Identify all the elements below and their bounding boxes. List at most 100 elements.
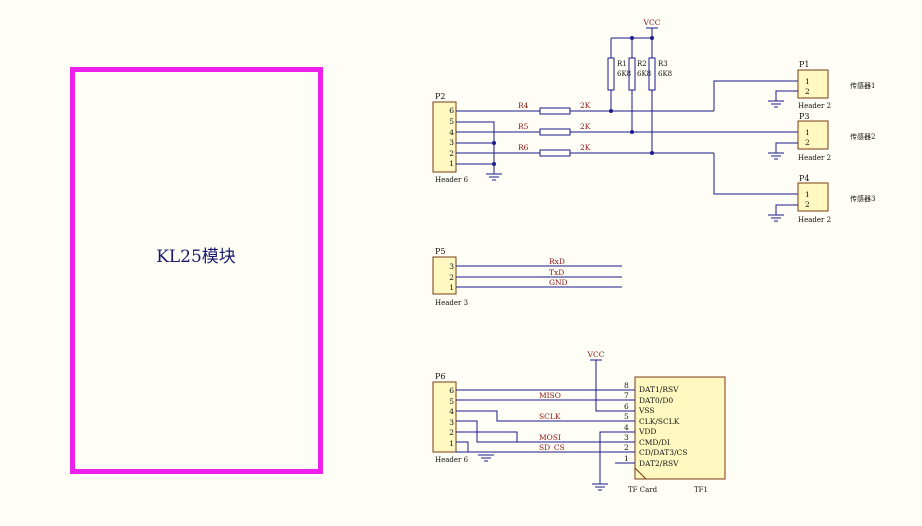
net-label-gnd: GND (549, 278, 568, 287)
r4-value: 2K (580, 101, 591, 110)
p3-body (797, 120, 829, 150)
tf-card-corner (634, 467, 647, 480)
tf-pin-number: 6 (624, 402, 629, 411)
r2-designator: R2 (637, 60, 647, 68)
tf-pin-name: VDD (638, 427, 656, 436)
p3-comment: Header 2 (798, 154, 831, 162)
resistor-r3[interactable]: R3 6K8 (648, 57, 672, 91)
p6-pin-number: 6 (449, 386, 454, 395)
p1-ground (768, 90, 798, 108)
p5-pin-number: 3 (449, 262, 454, 271)
p1-designator: P1 (799, 60, 809, 69)
r1-designator: R1 (617, 60, 627, 68)
tf-pin-number: 2 (624, 443, 629, 452)
p6-pin-number: 2 (449, 428, 454, 437)
p3-pin-number: 2 (805, 138, 810, 147)
net-label-rxd: RxD (549, 257, 565, 266)
p2-pin-number: 1 (449, 159, 454, 168)
connector-p4[interactable]: P4 Header 2 1 2 (797, 174, 831, 224)
p6-wires (456, 389, 615, 453)
sensor-2-label: 传感器2 (850, 132, 875, 141)
p4-designator: P4 (799, 174, 809, 183)
p3-pin-number: 1 (805, 128, 810, 137)
p2-ground-bus (474, 121, 495, 174)
resistor-r5[interactable]: R5 2K (518, 122, 591, 136)
r5-value: 2K (580, 122, 591, 131)
p4-pin-number: 2 (805, 200, 810, 209)
r1-value: 6K8 (617, 70, 631, 78)
p1-comment: Header 2 (798, 102, 831, 110)
r3-value: 6K8 (658, 70, 672, 78)
resistor-r1[interactable]: R1 6K8 (607, 57, 631, 91)
r6-body (539, 149, 571, 157)
vcc-top-label: VCC (643, 18, 661, 27)
net-label-sclk: SCLK (539, 412, 561, 421)
tf-pin-number: 1 (624, 454, 629, 463)
sensor-3-label: 传感器3 (850, 194, 875, 203)
sensor-wires (474, 80, 798, 195)
p6-pin-number: 3 (449, 418, 454, 427)
p2-pin-number: 4 (449, 128, 454, 137)
p2-pin-number: 6 (449, 106, 454, 115)
tf-pin-number: 7 (624, 391, 629, 400)
resistor-r2[interactable]: R2 6K8 (628, 57, 651, 91)
p5-pin-number: 2 (449, 273, 454, 282)
p2-comment: Header 6 (435, 176, 469, 184)
p4-body (797, 182, 829, 212)
tf-pin-number: 5 (624, 412, 629, 421)
tf-card[interactable]: 8 7 6 5 4 3 2 1 DAT1/RSV DAT0/D0 VSS CLK… (615, 376, 726, 494)
tf-card-body (634, 376, 726, 480)
tf-pin-name: CMD/DI (639, 438, 670, 447)
net-label-sd-cs: SD_CS (539, 443, 565, 452)
net-label-txd: TxD (549, 268, 564, 277)
vcc-tf: VCC (587, 350, 605, 361)
connector-p1[interactable]: P1 Header 2 1 2 (797, 60, 831, 110)
connector-p5[interactable]: P5 Header 3 3 2 1 (432, 247, 468, 307)
p1-pin-number: 1 (805, 77, 810, 86)
kl25-module-border (70, 67, 323, 474)
r1-body (607, 57, 615, 91)
p5-comment: Header 3 (435, 299, 468, 307)
tf-pin-name: VSS (638, 406, 655, 415)
r5-body (539, 128, 571, 136)
r6-designator: R6 (518, 143, 529, 152)
tf-pin-name: CLK/SCLK (639, 417, 680, 426)
r2-value: 6K8 (637, 70, 651, 78)
net-label-miso: MISO (539, 391, 561, 400)
p4-pin-number: 1 (805, 190, 810, 199)
p5-body (432, 256, 457, 295)
vcc-top: VCC (643, 18, 661, 29)
tf-card-designator: TF1 (694, 486, 708, 494)
p6-pin-number: 1 (449, 439, 454, 448)
tf-pin-number: 3 (624, 433, 629, 442)
tf-pin-name: DAT2/RSV (639, 459, 679, 468)
r4-designator: R4 (518, 101, 529, 110)
tf-pin-name: CD/DAT3/CS (639, 448, 687, 457)
r6-value: 2K (580, 143, 591, 152)
connector-p6[interactable]: P6 Header 6 6 5 4 3 2 1 (432, 372, 469, 464)
r3-designator: R3 (658, 60, 668, 68)
r3-body (648, 57, 656, 91)
net-label-mosi: MOSI (539, 433, 561, 442)
tf-power-wires (592, 360, 615, 491)
resistor-r4[interactable]: R4 2K (518, 101, 591, 115)
r5-designator: R5 (518, 122, 529, 131)
r4-body (539, 107, 571, 115)
p6-pin-number: 5 (449, 397, 454, 406)
vcc-tf-label: VCC (587, 350, 605, 359)
resistor-r6[interactable]: R6 2K (518, 143, 591, 157)
r2-body (628, 57, 636, 91)
connector-p3[interactable]: P3 Header 2 1 2 (797, 112, 831, 162)
p2-designator: P2 (435, 92, 445, 101)
kl25-module[interactable]: KL25模块 (70, 67, 323, 474)
p2-body (432, 101, 457, 173)
sensor-1-label: 传感器1 (850, 81, 875, 90)
tf-pin-number: 8 (624, 381, 629, 390)
p4-comment: Header 2 (798, 216, 831, 224)
connector-p2[interactable]: P2 Header 6 6 5 4 3 2 1 (432, 92, 474, 184)
p2-pin-number: 5 (449, 117, 454, 126)
p5-wires (456, 265, 622, 288)
p6-pin-number: 4 (449, 407, 454, 416)
p1-body (797, 69, 829, 99)
